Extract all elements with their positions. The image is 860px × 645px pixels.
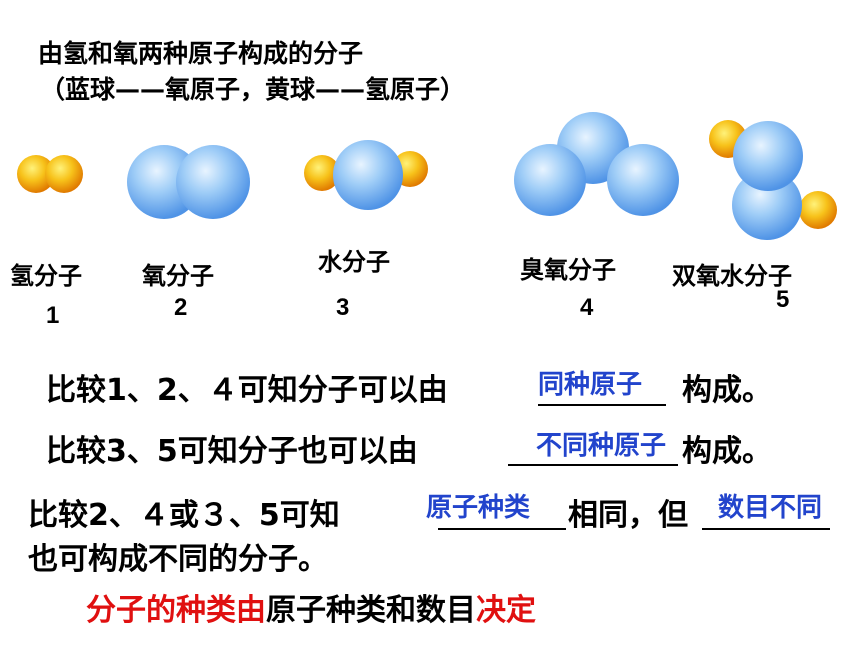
molecule-label-5: 双氧水分子 <box>672 262 792 290</box>
oxygen-atom <box>333 140 403 210</box>
comparison-3-blank-2 <box>702 528 830 530</box>
comparison-2-blank <box>508 464 678 466</box>
conclusion: 分子的种类由原子种类和数目决定 <box>86 585 536 629</box>
molecule-label-3: 水分子 <box>318 248 390 276</box>
molecule-number-1: 1 <box>46 302 60 329</box>
oxygen-atom <box>733 121 803 191</box>
comparison-1-blank <box>538 404 666 406</box>
oxygen-atom <box>607 144 679 216</box>
header-line-2: （蓝球——氧原子，黄球——氢原子） <box>40 75 466 104</box>
comparison-3-middle: 相同，但 <box>568 498 688 533</box>
header-line-1: 由氢和氧两种原子构成的分子 <box>38 39 364 68</box>
hydrogen-molecule <box>17 155 83 193</box>
molecule-label-4: 臭氧分子 <box>520 256 616 284</box>
oxygen-atom <box>176 145 250 219</box>
comparison-3-line-2: 也可构成不同的分子。 <box>28 542 328 577</box>
comparison-2-prefix: 比较3、5可知分子也可以由 <box>46 434 418 469</box>
comparison-1-answer: 同种原子 <box>538 370 643 400</box>
molecule-label-2: 氧分子 <box>142 262 214 290</box>
oxygen-molecule <box>127 145 250 219</box>
hydrogen-atom <box>45 155 83 193</box>
molecule-number-3: 3 <box>336 294 350 321</box>
comparison-2-suffix: 构成。 <box>682 434 772 469</box>
hydrogen-peroxide-molecule <box>709 120 837 240</box>
conclusion-part-2: 原子种类和数目 <box>266 593 476 628</box>
molecule-diagrams <box>17 112 837 240</box>
molecule-label-1: 氢分子 <box>10 262 82 290</box>
comparison-3-answer-1: 原子种类 <box>426 493 531 523</box>
comparison-3-prefix: 比较2、４或３、5可知 <box>28 498 340 533</box>
comparison-3-answer-2: 数目不同 <box>718 493 823 523</box>
molecule-number-2: 2 <box>174 294 188 321</box>
hydrogen-atom <box>17 155 55 193</box>
hydrogen-atom <box>304 155 340 191</box>
molecule-number-5: 5 <box>776 286 790 313</box>
water-molecule <box>304 140 428 210</box>
comparison-1-prefix: 比较1、2、４可知分子可以由 <box>46 373 448 408</box>
comparison-1-suffix: 构成。 <box>682 373 772 408</box>
conclusion-part-3: 决定 <box>476 593 536 628</box>
ozone-molecule <box>514 112 679 216</box>
molecule-number-4: 4 <box>580 294 594 321</box>
conclusion-part-1: 分子的种类由 <box>86 593 266 628</box>
comparison-2-answer: 不同种原子 <box>536 431 667 461</box>
comparison-3-blank-1 <box>438 528 566 530</box>
hydrogen-atom <box>799 191 837 229</box>
oxygen-atom <box>732 170 802 240</box>
oxygen-atom <box>514 144 586 216</box>
